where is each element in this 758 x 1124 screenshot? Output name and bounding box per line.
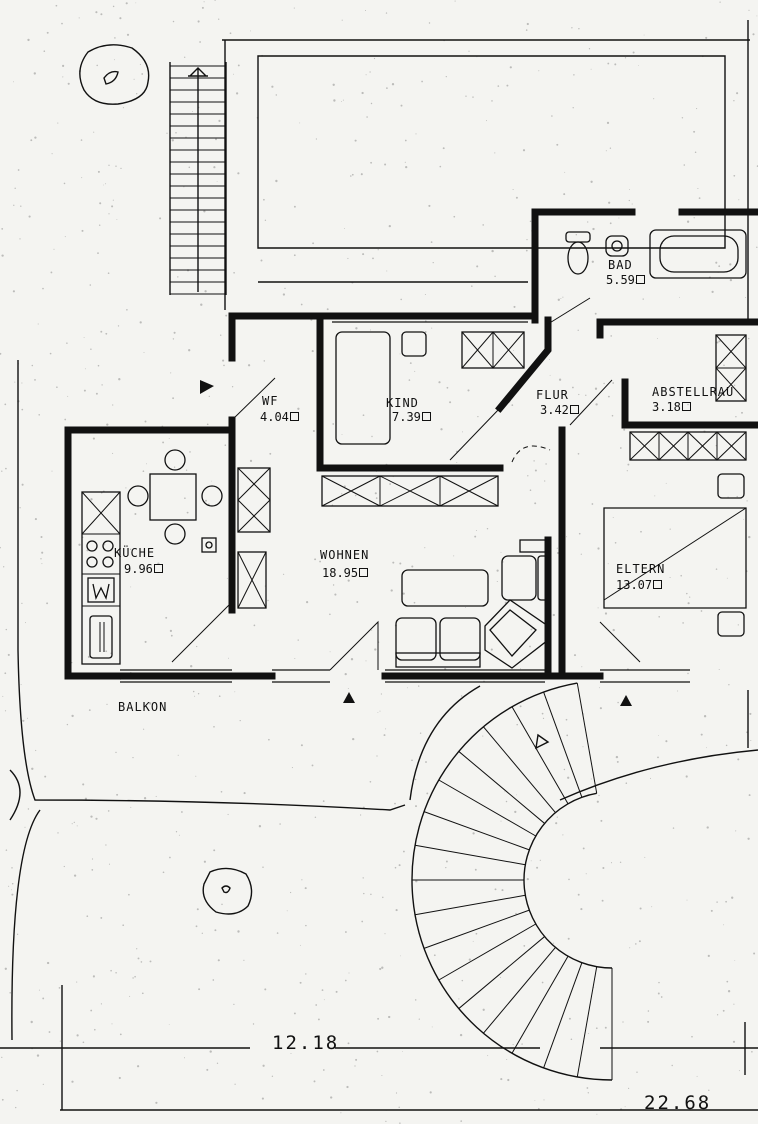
- room-area-kueche: 9.96: [124, 562, 163, 576]
- kind-furniture: [335, 331, 525, 445]
- room-area-eltern: 13.07: [616, 578, 663, 592]
- doors: [171, 297, 641, 671]
- room-area-value: 18.95: [322, 566, 359, 580]
- room-area-abstellraum: 3.18: [652, 400, 691, 414]
- dimension-outer: 22.68: [644, 1092, 712, 1114]
- entrance-marker-icon: [620, 695, 632, 706]
- room-label-wf: WF: [262, 394, 279, 408]
- room-label-kueche: KÜCHE: [114, 546, 156, 560]
- room-area-value: 9.96: [124, 562, 153, 576]
- bath-fixtures: [565, 229, 747, 279]
- wohnen-furniture: [395, 539, 549, 669]
- room-area-kind: 7.39: [392, 410, 431, 424]
- room-label-eltern: ELTERN: [616, 562, 666, 576]
- room-label-kind: KIND: [386, 396, 419, 410]
- square-unit-icon: [421, 412, 431, 421]
- room-area-value: 13.07: [616, 578, 653, 592]
- room-area-flur: 3.42: [540, 403, 579, 417]
- room-area-value: 7.39: [392, 410, 421, 424]
- entrance-marker-icon: [200, 380, 214, 394]
- entrance-marker-icon: [343, 692, 355, 703]
- square-unit-icon: [569, 405, 579, 414]
- room-area-value: 3.42: [540, 403, 569, 417]
- kitchen-furniture: [81, 449, 271, 665]
- spiral-stair: [411, 682, 613, 1081]
- room-area-wf: 4.04: [260, 410, 299, 424]
- eltern-furniture: [603, 431, 747, 637]
- balcony-label: BALKON: [118, 700, 168, 714]
- tree-icon: [202, 867, 253, 915]
- stair-arrow-icon: [535, 733, 550, 750]
- room-label-wohnen: WOHNEN: [320, 548, 370, 562]
- room-area-bad: 5.59: [606, 273, 645, 287]
- room-label-flur: FLUR: [536, 388, 569, 402]
- square-unit-icon: [635, 275, 645, 284]
- room-label-abstellraum: ABSTELLRAU: [652, 385, 735, 399]
- dimension-inner: 12.18: [272, 1032, 340, 1054]
- square-unit-icon: [359, 568, 369, 577]
- square-unit-icon: [153, 564, 163, 573]
- tree-icon: [79, 44, 150, 105]
- site-lines: [0, 20, 758, 1111]
- windows: [120, 321, 690, 683]
- square-unit-icon: [681, 402, 691, 411]
- wardrobe: [321, 475, 499, 507]
- washer-icon: [87, 577, 115, 603]
- room-area-wohnen: 18.95: [322, 566, 369, 580]
- room-label-bad: BAD: [608, 258, 633, 272]
- square-unit-icon: [289, 412, 299, 421]
- square-unit-icon: [653, 580, 663, 589]
- stair-arrow-icon: [188, 67, 208, 292]
- room-area-value: 5.59: [606, 273, 635, 287]
- abstellraum-shelves: [715, 334, 747, 402]
- room-area-value: 4.04: [260, 410, 289, 424]
- room-area-value: 3.18: [652, 400, 681, 414]
